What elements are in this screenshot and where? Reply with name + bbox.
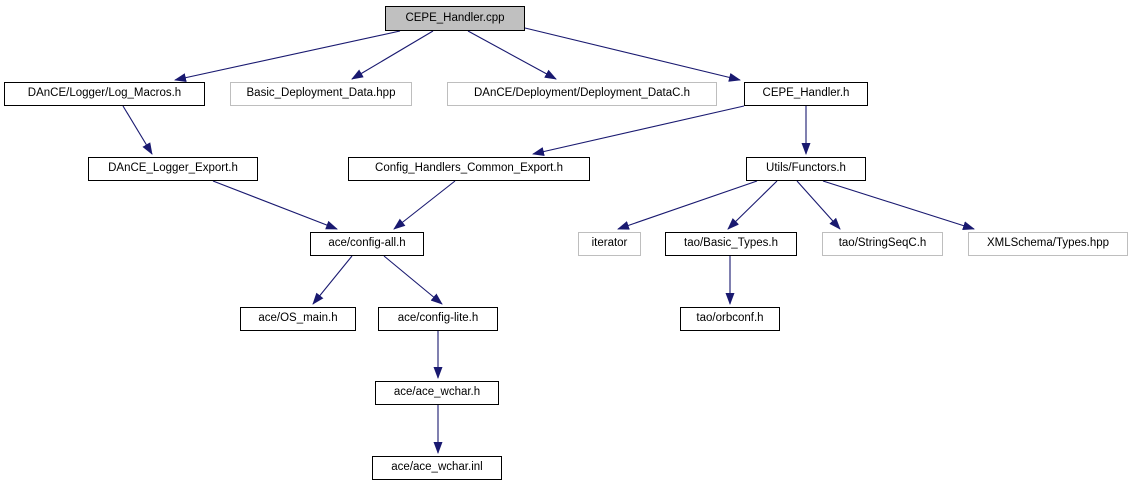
- graph-node-label: Basic_Deployment_Data.hpp: [246, 87, 396, 100]
- graph-node-label: Utils/Functors.h: [766, 162, 846, 175]
- graph-node-label: tao/Basic_Types.h: [684, 237, 778, 250]
- edge-utils_functors-to-tao_basic_types: [727, 180, 778, 230]
- graph-node-tao_orbconf[interactable]: tao/orbconf.h: [680, 307, 780, 331]
- graph-node-label: XMLSchema/Types.hpp: [986, 237, 1110, 250]
- edge-cepe_handler_h-to-config_handlers_export: [532, 105, 745, 156]
- graph-node-deployment_datac: DAnCE/Deployment/Deployment_DataC.h: [447, 82, 717, 106]
- graph-node-label: ace/ace_wchar.inl: [391, 461, 483, 474]
- edge-utils_functors-to-iterator: [617, 180, 758, 230]
- graph-node-tao_stringseqc: tao/StringSeqC.h: [822, 232, 943, 256]
- graph-node-label: ace/OS_main.h: [258, 312, 338, 325]
- graph-node-ace_config_lite[interactable]: ace/config-lite.h: [378, 307, 498, 331]
- graph-node-label: ace/ace_wchar.h: [393, 386, 481, 399]
- graph-node-ace_os_main[interactable]: ace/OS_main.h: [240, 307, 356, 331]
- graph-node-utils_functors[interactable]: Utils/Functors.h: [746, 157, 866, 181]
- graph-node-label: tao/orbconf.h: [696, 312, 764, 325]
- graph-node-dance_logger_export[interactable]: DAnCE_Logger_Export.h: [88, 157, 258, 181]
- edge-ace_config_all-to-ace_os_main: [312, 255, 353, 305]
- graph-node-tao_basic_types[interactable]: tao/Basic_Types.h: [665, 232, 797, 256]
- edge-config_handlers_export-to-ace_config_all: [393, 180, 456, 230]
- graph-node-basic_deployment_data: Basic_Deployment_Data.hpp: [230, 82, 412, 106]
- edge-dance_logger_export-to-ace_config_all: [212, 180, 338, 230]
- graph-node-cepe_handler_cpp: CEPE_Handler.cpp: [385, 6, 525, 31]
- graph-node-label: DAnCE/Logger/Log_Macros.h: [27, 87, 182, 100]
- graph-node-ace_ace_wchar_inl[interactable]: ace/ace_wchar.inl: [372, 456, 502, 480]
- edge-log_macros-to-dance_logger_export: [122, 105, 153, 155]
- graph-node-label: iterator: [591, 237, 628, 250]
- graph-node-label: tao/StringSeqC.h: [838, 237, 927, 250]
- edge-cepe_handler_cpp-to-log_macros: [174, 30, 401, 83]
- graph-node-iterator: iterator: [578, 232, 641, 256]
- graph-node-label: CEPE_Handler.h: [762, 87, 850, 100]
- graph-node-label: ace/config-all.h: [328, 237, 406, 250]
- edge-cepe_handler_cpp-to-cepe_handler_h: [524, 27, 741, 82]
- graph-node-label: DAnCE/Deployment/Deployment_DataC.h: [473, 87, 691, 100]
- edge-cepe_handler_cpp-to-basic_deployment_data: [351, 30, 434, 80]
- edge-utils_functors-to-xmlschema_types: [822, 180, 975, 230]
- graph-node-label: Config_Handlers_Common_Export.h: [375, 162, 563, 175]
- graph-node-cepe_handler_h[interactable]: CEPE_Handler.h: [744, 82, 868, 106]
- graph-node-xmlschema_types: XMLSchema/Types.hpp: [968, 232, 1128, 256]
- graph-node-ace_config_all[interactable]: ace/config-all.h: [310, 232, 424, 256]
- edge-utils_functors-to-tao_stringseqc: [796, 180, 841, 230]
- graph-node-ace_ace_wchar_h[interactable]: ace/ace_wchar.h: [375, 381, 499, 405]
- graph-node-label: DAnCE_Logger_Export.h: [108, 162, 238, 175]
- graph-node-log_macros[interactable]: DAnCE/Logger/Log_Macros.h: [4, 82, 205, 106]
- edge-cepe_handler_cpp-to-deployment_datac: [467, 30, 557, 80]
- graph-node-label: ace/config-lite.h: [397, 312, 479, 325]
- graph-node-config_handlers_export[interactable]: Config_Handlers_Common_Export.h: [348, 157, 590, 181]
- edge-ace_config_all-to-ace_config_lite: [383, 255, 443, 305]
- graph-node-label: CEPE_Handler.cpp: [405, 11, 505, 24]
